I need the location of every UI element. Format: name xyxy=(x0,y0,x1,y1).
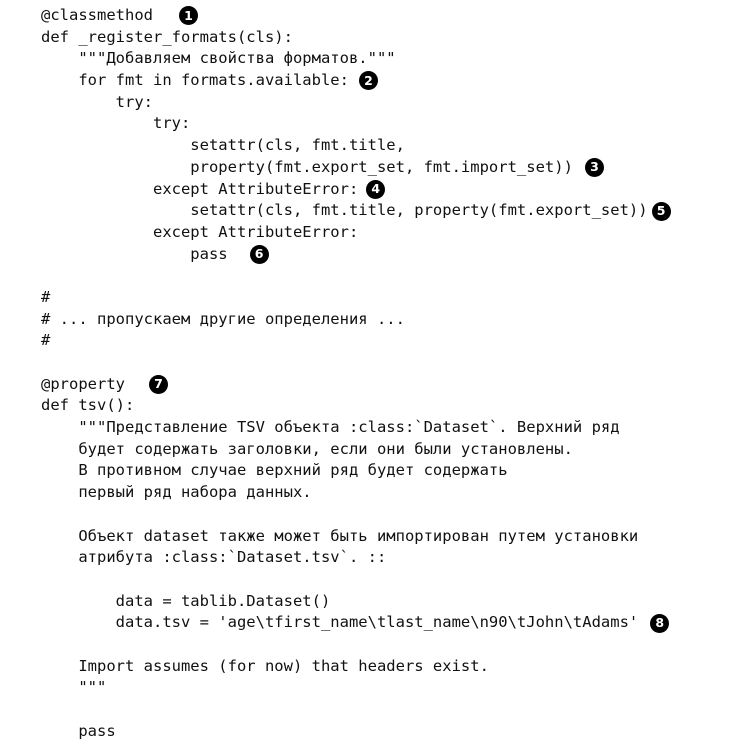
code-text: первый ряд набора данных. xyxy=(41,483,312,502)
code-line: def _register_formats(cls): xyxy=(41,27,671,49)
code-line: setattr(cls, fmt.title, property(fmt.exp… xyxy=(41,200,671,222)
code-line: Объект dataset также может быть импортир… xyxy=(41,526,671,548)
code-line: """ xyxy=(41,677,671,699)
callout-marker: 3 xyxy=(584,158,604,178)
code-line: except AttributeError: 4 xyxy=(41,179,671,201)
code-text: def tsv(): xyxy=(41,396,135,415)
code-text: pass xyxy=(41,244,228,263)
code-text: data.tsv = 'age\tfirst_name\tlast_name\n… xyxy=(41,613,639,632)
callout-marker: 8 xyxy=(650,613,670,633)
code-line: def tsv(): xyxy=(41,395,671,417)
code-line xyxy=(41,634,671,656)
code-text: # ... пропускаем другие определения ... xyxy=(41,309,405,328)
code-line: """Добавляем свойства форматов.""" xyxy=(41,48,671,70)
code-line: В противном случае верхний ряд будет сод… xyxy=(41,460,671,482)
code-line xyxy=(41,352,671,374)
code-text: В противном случае верхний ряд будет сод… xyxy=(41,461,508,480)
callout-marker: 2 xyxy=(358,71,378,91)
code-text: # xyxy=(41,287,51,306)
code-text: атрибута :class:`Dataset.tsv`. :: xyxy=(41,548,387,567)
code-text: try: xyxy=(41,114,191,133)
code-line xyxy=(41,569,671,591)
code-line xyxy=(41,265,671,287)
code-line: Import assumes (for now) that headers ex… xyxy=(41,656,671,678)
code-line: @property 7 xyxy=(41,374,671,396)
code-line: # xyxy=(41,330,671,352)
code-text: setattr(cls, fmt.title, property(fmt.exp… xyxy=(41,201,648,220)
code-line: """Представление TSV объекта :class:`Dat… xyxy=(41,417,671,439)
code-text: except AttributeError: xyxy=(41,179,359,198)
code-line xyxy=(41,504,671,526)
code-text: try: xyxy=(41,92,153,111)
code-text: """Добавляем свойства форматов.""" xyxy=(41,49,396,68)
code-line: try: xyxy=(41,113,671,135)
callout-marker: 7 xyxy=(149,375,168,395)
code-text: data = tablib.Dataset() xyxy=(41,591,331,610)
code-line: try: xyxy=(41,92,671,114)
callout-marker: 4 xyxy=(366,179,386,199)
code-text: setattr(cls, fmt.title, xyxy=(41,136,405,155)
code-line: data.tsv = 'age\tfirst_name\tlast_name\n… xyxy=(41,612,671,634)
code-text: for fmt in formats.available: xyxy=(41,71,349,90)
code-line: property(fmt.export_set, fmt.import_set)… xyxy=(41,157,671,179)
code-text: """Представление TSV объекта :class:`Dat… xyxy=(41,418,620,437)
callout-marker: 6 xyxy=(249,244,269,264)
code-line: data = tablib.Dataset() xyxy=(41,591,671,613)
callout-marker: 5 xyxy=(651,201,671,221)
code-text: Import assumes (for now) that headers ex… xyxy=(41,656,489,675)
code-text: будет содержать заголовки, если они были… xyxy=(41,439,573,458)
code-text: # xyxy=(41,331,51,350)
code-line xyxy=(41,699,671,721)
code-line: первый ряд набора данных. xyxy=(41,482,671,504)
code-text: property(fmt.export_set, fmt.import_set)… xyxy=(41,157,573,176)
code-text: """ xyxy=(41,678,107,697)
code-text: def _register_formats(cls): xyxy=(41,27,293,46)
code-line: # ... пропускаем другие определения ... xyxy=(41,309,671,331)
code-line: pass 6 xyxy=(41,244,671,266)
code-text: except AttributeError: xyxy=(41,222,359,241)
code-line: except AttributeError: xyxy=(41,222,671,244)
code-line: атрибута :class:`Dataset.tsv`. :: xyxy=(41,547,671,569)
code-line: pass xyxy=(41,721,671,743)
code-line: for fmt in formats.available: 2 xyxy=(41,70,671,92)
callout-marker: 1 xyxy=(178,6,198,26)
code-text: pass xyxy=(41,721,116,740)
code-text: @classmethod xyxy=(41,6,153,24)
code-line: # xyxy=(41,287,671,309)
code-text: Объект dataset также может быть импортир… xyxy=(41,526,639,545)
code-line: @classmethod 1 xyxy=(41,5,671,27)
code-text: @property xyxy=(41,374,125,393)
code-line: setattr(cls, fmt.title, xyxy=(41,135,671,157)
code-line: будет содержать заголовки, если они были… xyxy=(41,439,671,461)
